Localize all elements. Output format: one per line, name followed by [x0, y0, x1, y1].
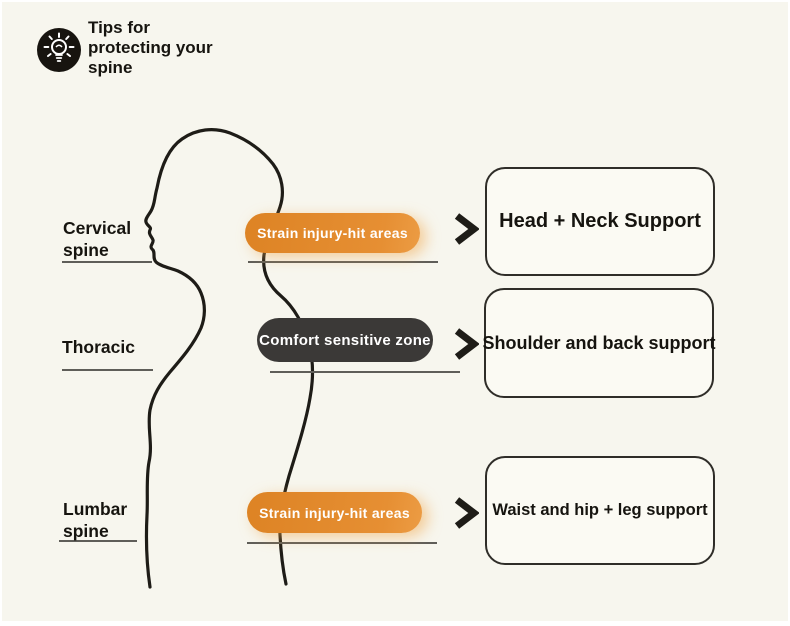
spine-label-lumbar: Lumbar spine	[63, 498, 127, 542]
support-box-waist-hip-leg: Waist and hip + leg support	[485, 456, 715, 565]
connector-line-lumbar	[247, 542, 437, 544]
support-box-label: Waist and hip + leg support	[492, 501, 708, 519]
frame-edge	[788, 0, 790, 626]
frame-edge	[0, 0, 790, 2]
lumbar-underline	[59, 540, 137, 542]
badge-label: Strain injury-hit areas	[259, 504, 410, 521]
infographic-title: Tips for protecting your spine	[88, 18, 308, 78]
cervical-underline	[62, 261, 152, 263]
lightbulb-icon	[37, 28, 81, 72]
badge-comfort-sensitive-zone: Comfort sensitive zone	[257, 318, 433, 362]
connector-line-cervical	[248, 261, 438, 263]
title-line: protecting your	[88, 38, 213, 57]
header: Tips for protecting your spine	[36, 18, 213, 77]
chevron-right-icon	[454, 497, 479, 529]
frame-edge	[0, 621, 790, 626]
label-text: Lumbar	[63, 499, 128, 519]
label-text: Thoracic	[62, 337, 135, 357]
badge-label: Strain injury-hit areas	[257, 225, 408, 241]
frame-edge	[0, 0, 2, 626]
support-box-label: Shoulder and back support	[482, 332, 716, 353]
support-box-head-neck: Head + Neck Support	[485, 167, 715, 276]
label-text: Cervical	[63, 218, 132, 238]
connector-line-thoracic	[270, 371, 460, 373]
support-box-label: Head + Neck Support	[499, 210, 701, 232]
support-box-shoulder-back: Shoulder and back support	[482, 288, 716, 398]
title-line: spine	[88, 58, 133, 77]
label-text: spine	[63, 521, 109, 541]
chevron-right-icon	[454, 213, 479, 245]
thoracic-underline	[62, 369, 153, 371]
badge-strain-injury-areas-top: Strain injury-hit areas	[245, 213, 420, 253]
spine-label-cervical: Cervical spine	[63, 217, 131, 261]
chevron-right-icon	[454, 328, 479, 360]
label-text: spine	[63, 240, 109, 260]
title-line: Tips for	[88, 18, 151, 37]
badge-label: Comfort sensitive zone	[259, 331, 431, 349]
spine-label-thoracic: Thoracic	[62, 336, 135, 358]
badge-strain-injury-areas-bottom: Strain injury-hit areas	[247, 492, 422, 533]
